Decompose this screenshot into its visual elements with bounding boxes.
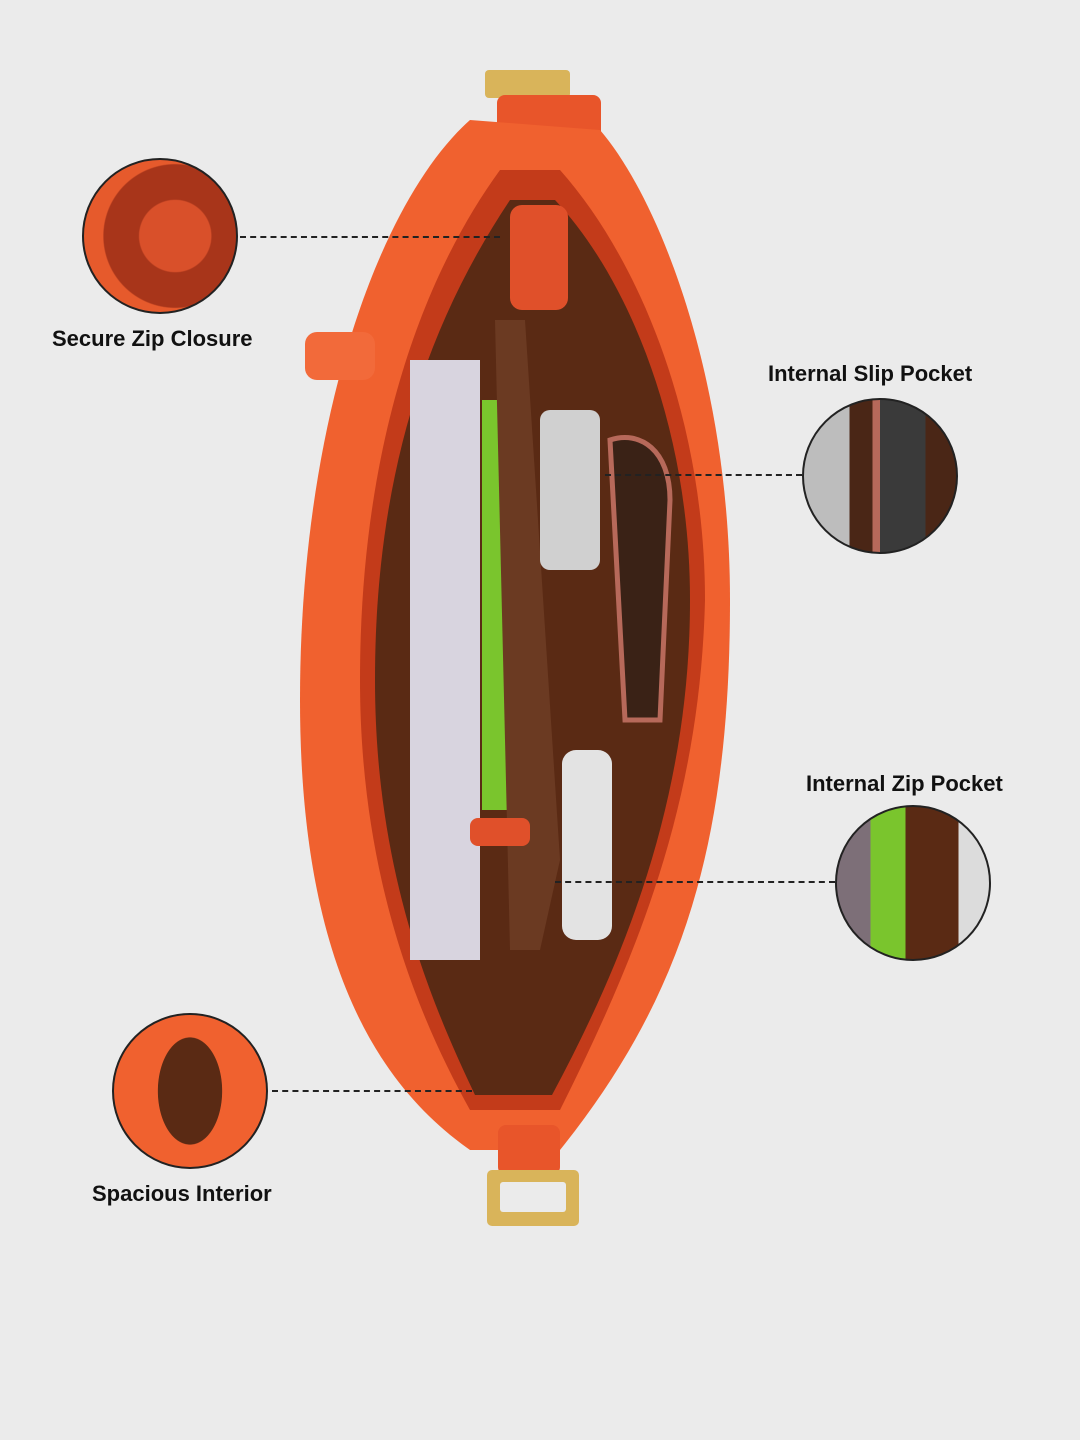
top-buckle [485, 70, 570, 98]
zip-pull-pocket [470, 818, 530, 846]
zip-pocket-pointer-line [555, 881, 835, 883]
zip-closure-label: Secure Zip Closure [52, 326, 253, 351]
zip-pocket-label: Internal Zip Pocket [806, 771, 1003, 796]
zip-closure-pointer-line [240, 236, 500, 238]
interior-label: Spacious Interior [92, 1181, 272, 1206]
buckle-hole [500, 1182, 566, 1212]
slip-pocket [607, 435, 673, 723]
bottom-strap-tab [498, 1125, 560, 1175]
interior-pointer-line [272, 1090, 472, 1092]
zip-closure-detail-image [82, 158, 238, 314]
zip-pocket-detail-image [835, 805, 991, 961]
internal-zip-pocket [495, 320, 560, 950]
slip-pocket-detail-image [802, 398, 958, 554]
power-bank [562, 750, 612, 940]
zip-pull-top [510, 205, 568, 310]
interior-detail-image [112, 1013, 268, 1169]
item-white [540, 410, 600, 570]
notebook [410, 360, 480, 960]
slip-pocket-pointer-line [605, 474, 802, 476]
slip-pocket-label: Internal Slip Pocket [768, 361, 973, 386]
side-strap-tab [305, 332, 375, 380]
